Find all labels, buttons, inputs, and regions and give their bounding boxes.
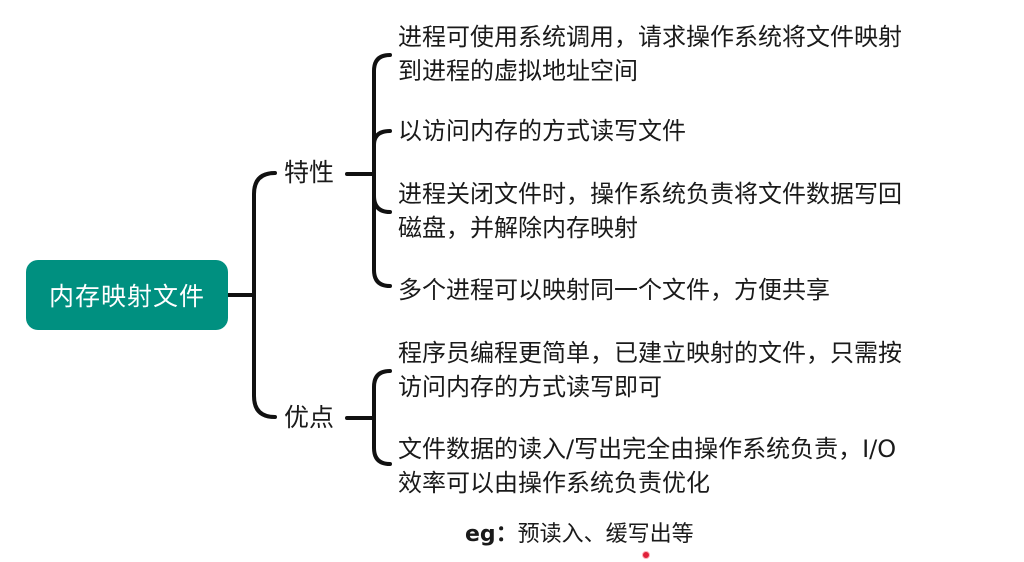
feature-item: 以访问内存的方式读写文件 bbox=[398, 114, 686, 148]
feature-line: 进程可使用系统调用，请求操作系统将文件映射 bbox=[398, 23, 902, 51]
cursor-pointer-icon bbox=[642, 551, 650, 559]
feature-line: 进程关闭文件时，操作系统负责将文件数据写回 bbox=[398, 180, 902, 208]
advantage-line: 程序员编程更简单，已建立映射的文件，只需按 bbox=[398, 339, 902, 367]
features-tick-2 bbox=[372, 129, 392, 147]
advantage-line: 文件数据的读入/写出完全由操作系统负责，I/O bbox=[398, 435, 897, 463]
advantage-item: 文件数据的读入/写出完全由操作系统负责，I/O 效率可以由操作系统负责优化 bbox=[398, 432, 896, 500]
feature-item: 进程关闭文件时，操作系统负责将文件数据写回 磁盘，并解除内存映射 bbox=[398, 177, 902, 245]
example-text: 预读入、缓写出等 bbox=[517, 522, 694, 547]
feature-line: 以访问内存的方式读写文件 bbox=[398, 117, 686, 145]
feature-item: 多个进程可以映射同一个文件，方便共享 bbox=[398, 273, 830, 307]
branch-features-label: 特性 bbox=[284, 158, 335, 187]
features-tick-3 bbox=[372, 194, 392, 214]
branch-advantages-label: 优点 bbox=[284, 403, 335, 432]
advantage-item: 程序员编程更简单，已建立映射的文件，只需按 访问内存的方式读写即可 bbox=[398, 336, 902, 404]
advantage-line: 效率可以由操作系统负责优化 bbox=[398, 469, 710, 497]
feature-line: 磁盘，并解除内存映射 bbox=[398, 214, 638, 242]
feature-line: 多个进程可以映射同一个文件，方便共享 bbox=[398, 276, 830, 304]
example-note: eg：预读入、缓写出等 bbox=[465, 520, 694, 550]
feature-item: 进程可使用系统调用，请求操作系统将文件映射 到进程的虚拟地址空间 bbox=[398, 20, 902, 88]
advantage-line: 访问内存的方式读写即可 bbox=[398, 373, 662, 401]
advantages-bracket bbox=[372, 369, 392, 466]
feature-line: 到进程的虚拟地址空间 bbox=[398, 57, 638, 85]
root-label: 内存映射文件 bbox=[48, 282, 205, 311]
main-bracket bbox=[252, 171, 277, 419]
root-node: 内存映射文件 bbox=[26, 260, 228, 330]
example-prefix: eg： bbox=[465, 522, 518, 547]
features-bracket bbox=[372, 53, 392, 288]
